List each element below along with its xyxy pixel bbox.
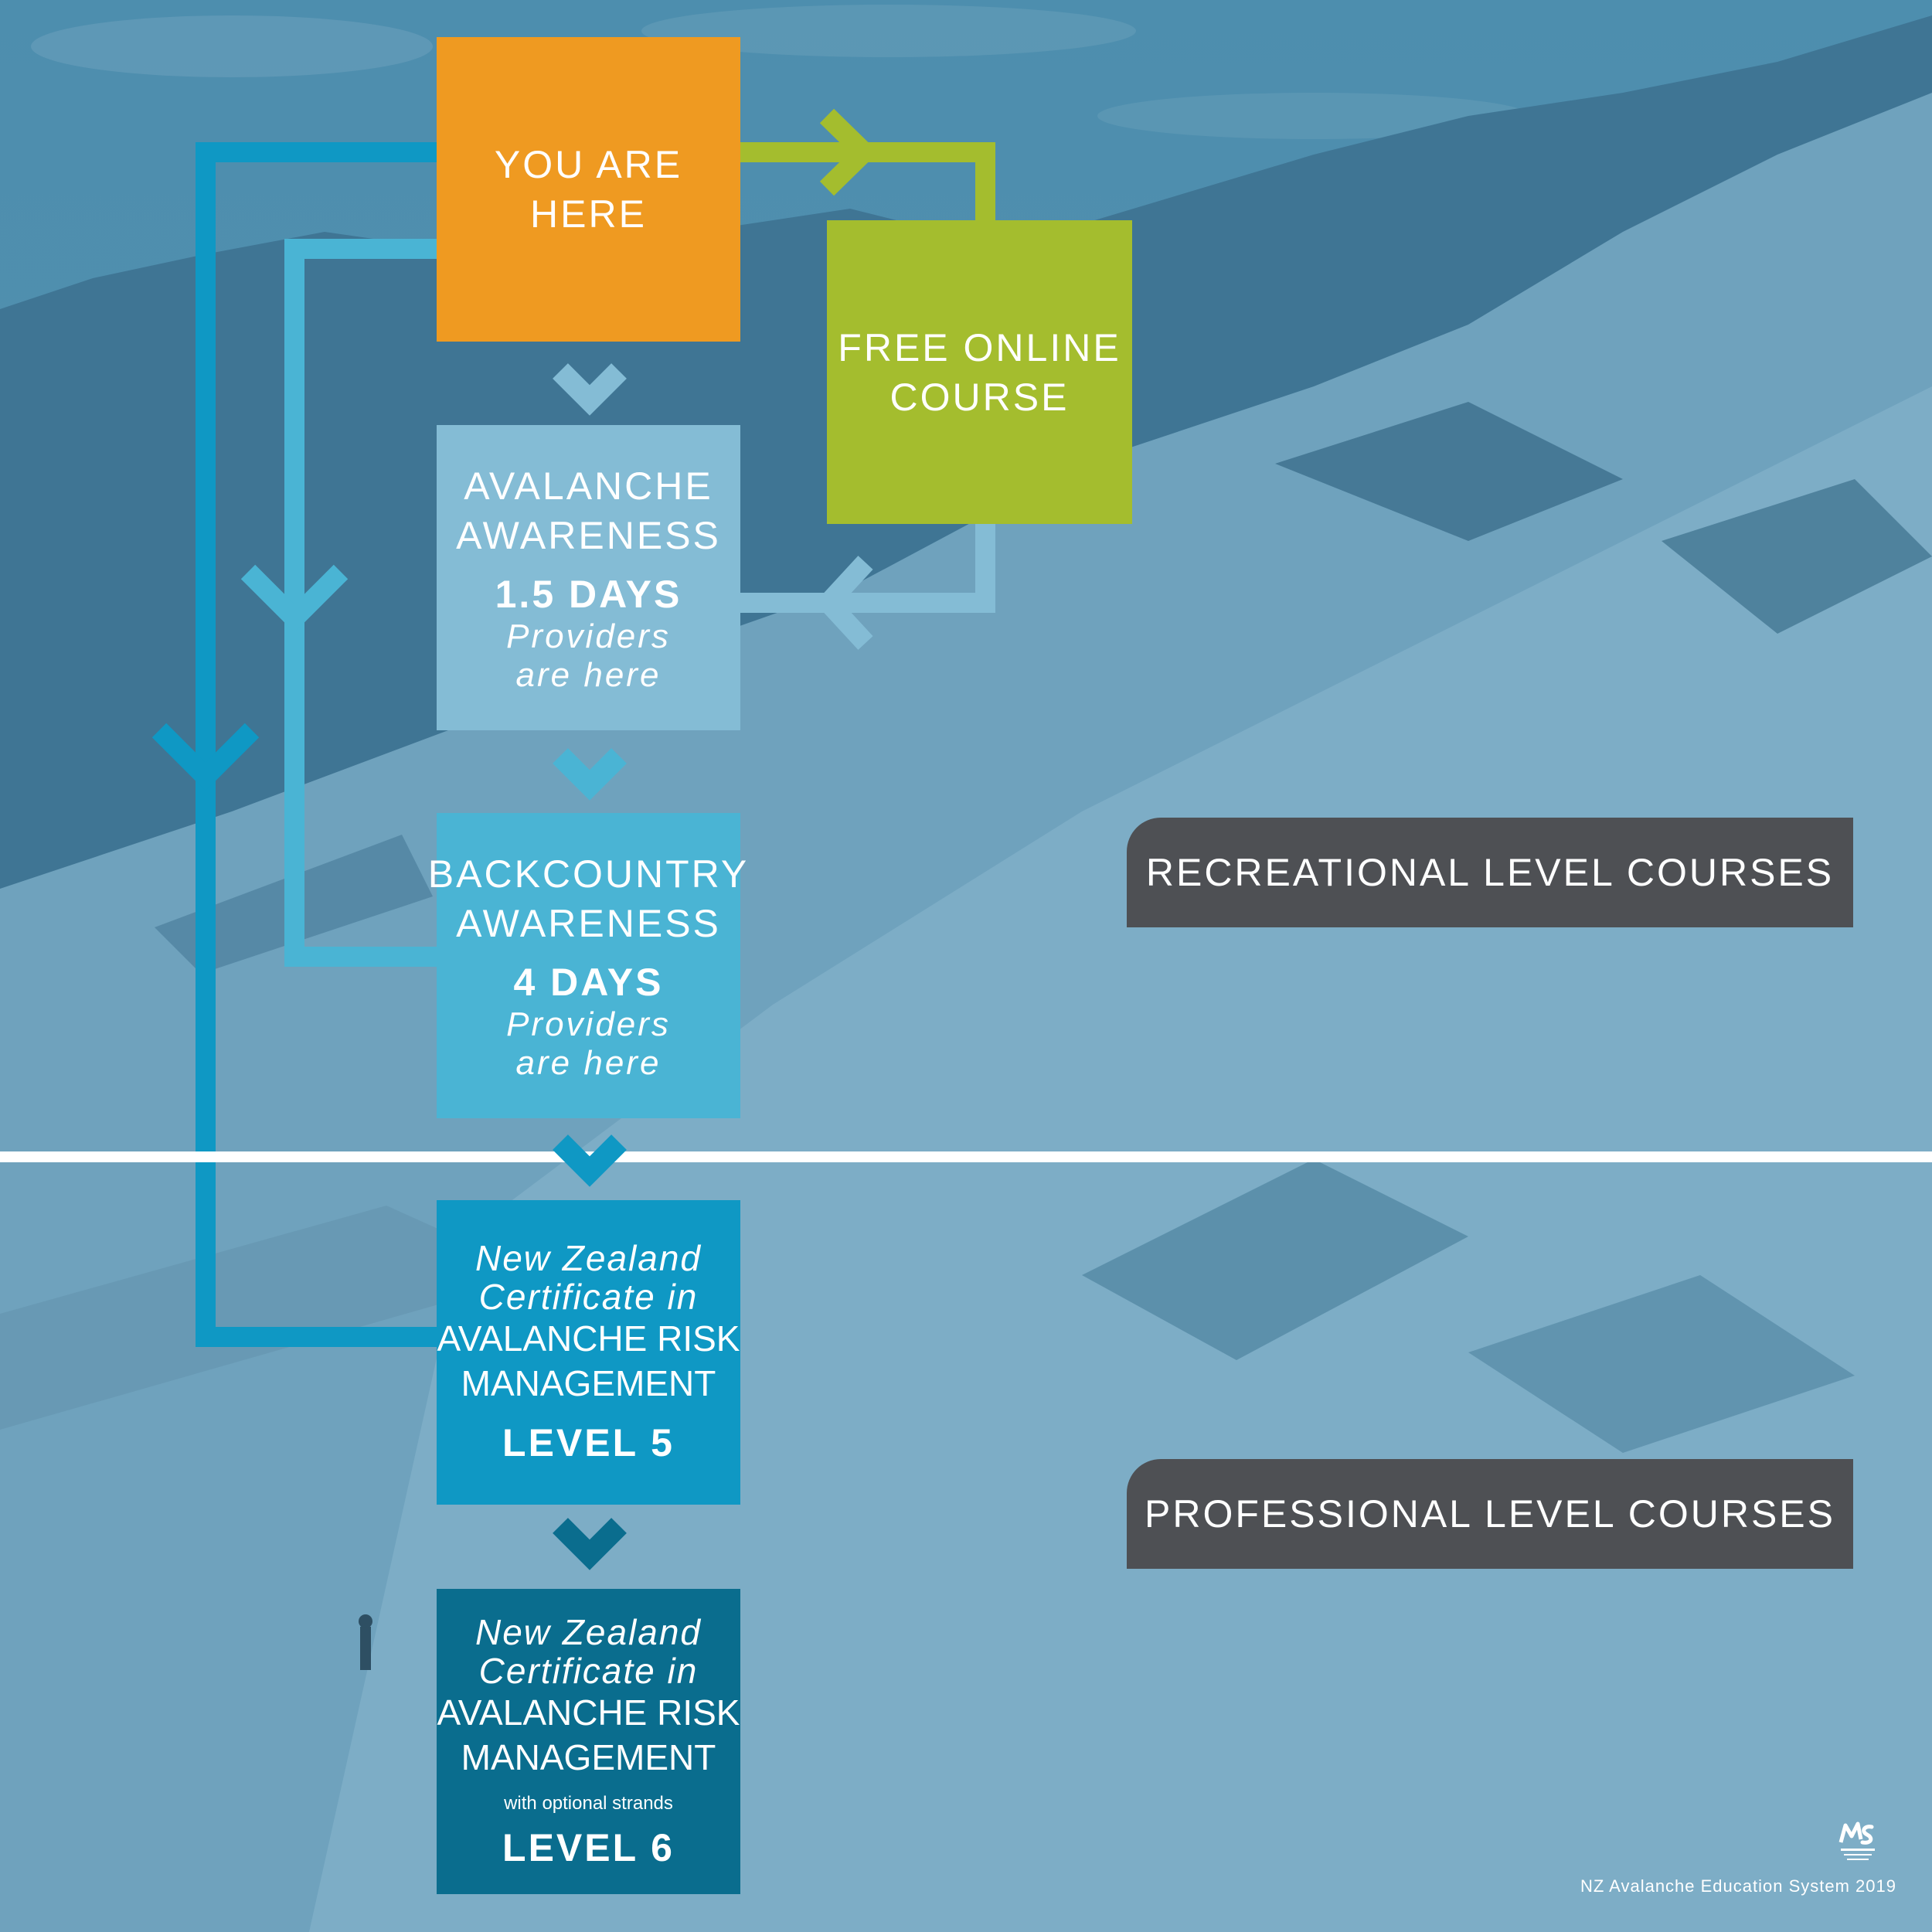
label-recreational-courses: RECREATIONAL LEVEL COURSES bbox=[1127, 818, 1853, 927]
footer-credit: NZ Avalanche Education System 2019 bbox=[1580, 1876, 1896, 1896]
chevron-down-icon bbox=[560, 1526, 619, 1555]
node-level: LEVEL 6 bbox=[502, 1825, 675, 1871]
node-cert-line: Certificate in bbox=[479, 1651, 699, 1690]
node-provider-note: Providers bbox=[506, 617, 671, 656]
node-title: FREE ONLINE bbox=[838, 323, 1121, 372]
node-provider-note: Providers bbox=[506, 1005, 671, 1044]
node-level6-certificate: New Zealand Certificate in AVALANCHE RIS… bbox=[437, 1589, 740, 1894]
node-duration: 4 DAYS bbox=[513, 959, 663, 1005]
node-cert-title: MANAGEMENT bbox=[461, 1361, 716, 1406]
node-cert-line: New Zealand bbox=[475, 1613, 702, 1651]
node-title: AVALANCHE bbox=[464, 461, 713, 511]
label-professional-courses: PROFESSIONAL LEVEL COURSES bbox=[1127, 1459, 1853, 1569]
node-cert-line: Certificate in bbox=[479, 1277, 699, 1316]
level-divider bbox=[0, 1151, 1932, 1162]
node-level: LEVEL 5 bbox=[502, 1420, 675, 1466]
node-cert-title: MANAGEMENT bbox=[461, 1735, 716, 1780]
chevron-down-icon bbox=[560, 371, 619, 400]
node-backcountry-awareness: BACKCOUNTRY AWARENESS 4 DAYS Providers a… bbox=[437, 813, 740, 1118]
node-optional-note: with optional strands bbox=[504, 1792, 673, 1815]
node-cert-line: New Zealand bbox=[475, 1239, 702, 1277]
node-provider-note: are here bbox=[516, 656, 662, 695]
outdoor-safety-logo-icon bbox=[1835, 1819, 1881, 1866]
node-title: HERE bbox=[530, 189, 647, 239]
node-you-are-here: YOU ARE HERE bbox=[437, 37, 740, 342]
node-cert-title: AVALANCHE RISK bbox=[437, 1316, 740, 1361]
node-provider-note: are here bbox=[516, 1044, 662, 1083]
node-title: YOU ARE bbox=[495, 140, 682, 189]
node-level5-certificate: New Zealand Certificate in AVALANCHE RIS… bbox=[437, 1200, 740, 1505]
node-title: AWARENESS bbox=[456, 511, 721, 560]
chevron-down-icon bbox=[560, 1142, 619, 1172]
node-free-online-course: FREE ONLINE COURSE bbox=[827, 220, 1132, 524]
node-avalanche-awareness: AVALANCHE AWARENESS 1.5 DAYS Providers a… bbox=[437, 425, 740, 730]
node-title: AWARENESS bbox=[456, 899, 721, 948]
node-duration: 1.5 DAYS bbox=[495, 571, 682, 617]
chevron-down-icon bbox=[560, 756, 619, 785]
node-title: BACKCOUNTRY bbox=[428, 849, 749, 899]
node-cert-title: AVALANCHE RISK bbox=[437, 1690, 740, 1735]
node-title: COURSE bbox=[890, 372, 1070, 422]
